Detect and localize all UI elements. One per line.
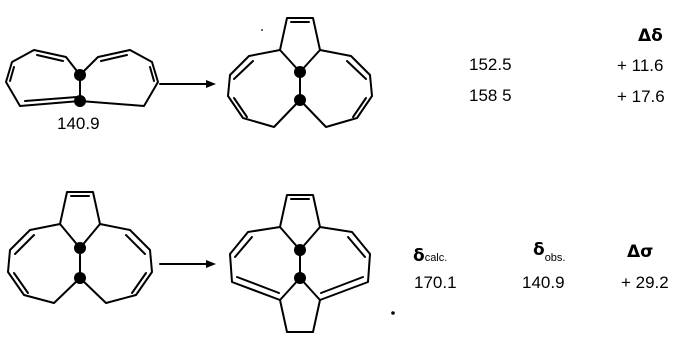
- ring-junction-dot: [74, 69, 86, 81]
- ring-junction-dot: [294, 272, 306, 284]
- calc-value: 170.1: [414, 273, 457, 292]
- ring-junction-dot: [294, 244, 306, 256]
- diff-value: + 29.2: [621, 273, 669, 292]
- calc-header: δcalc.: [413, 246, 447, 266]
- obs-value: 140.9: [522, 273, 565, 292]
- ring-junction-dot: [74, 95, 86, 107]
- obs-symbol: δ: [533, 240, 545, 260]
- shift-delta-2: + 17.6: [617, 87, 665, 106]
- shift-value-2: 158 5: [469, 86, 512, 105]
- molecule-tetracyclic-product: [229, 194, 371, 333]
- shift-delta-1: + 11.6: [617, 56, 664, 75]
- calc-subscript: calc.: [424, 252, 448, 264]
- ring-junction-dot: [294, 94, 306, 106]
- stray-dot: [261, 29, 263, 31]
- molecule-tricyclic-reactant: [7, 191, 153, 304]
- delta-delta-header: Δδ: [638, 26, 663, 46]
- molecule-bicyclic-reactant: [5, 49, 159, 107]
- diff-header: Δσ: [627, 242, 654, 262]
- obs-header: δobs.: [533, 240, 565, 264]
- ring-junction-dot: [294, 66, 306, 78]
- reaction-arrow-1: [159, 80, 216, 88]
- reaction-arrow-2: [159, 260, 216, 268]
- shift-value-1: 152.5: [469, 55, 512, 74]
- calc-symbol: δ: [413, 246, 425, 266]
- stray-dot: [391, 311, 395, 315]
- reactant-shift-label: 140.9: [57, 114, 100, 133]
- molecule-tricyclic-product: [227, 17, 373, 128]
- ring-junction-dot: [74, 242, 86, 254]
- obs-subscript: obs.: [544, 252, 566, 264]
- ring-junction-dot: [74, 272, 86, 284]
